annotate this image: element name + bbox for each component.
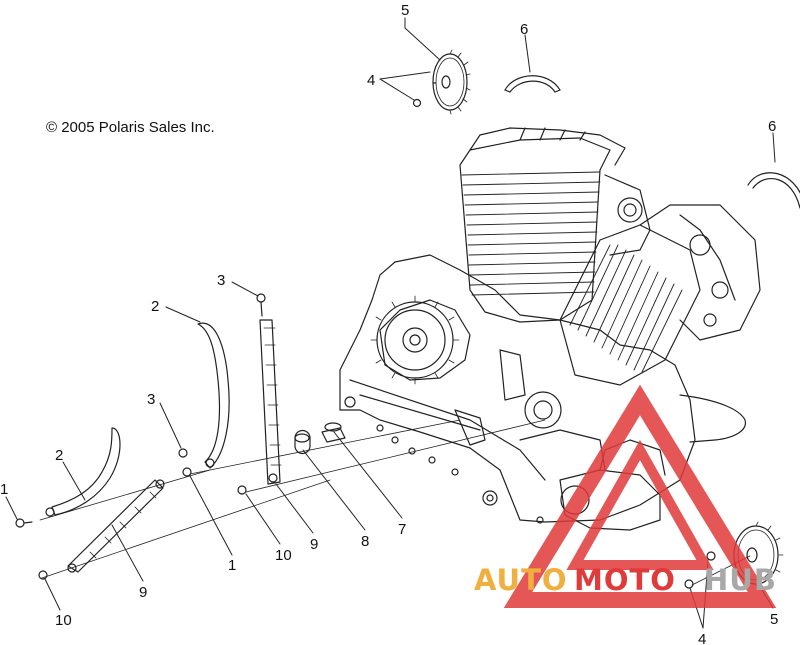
callout-6-top: 6 (520, 21, 528, 38)
upper-tensioner-shoe (197, 322, 230, 469)
automotohub-watermark: AUTO MOTO HUB (474, 384, 777, 608)
callout-1-mid: 1 (228, 557, 236, 574)
callout-2-lower: 2 (55, 447, 63, 464)
upper-cam-sprocket (412, 49, 471, 115)
copyright-notice: © 2005 Polaris Sales Inc. (46, 119, 215, 136)
callout-7: 7 (398, 521, 406, 538)
callout-4-top: 4 (367, 72, 375, 89)
callout-2-upper: 2 (151, 298, 159, 315)
callout-6-right: 6 (768, 118, 776, 135)
callout-5-top: 5 (401, 2, 409, 19)
engine-assembly (294, 127, 761, 531)
callout-10-mid: 10 (275, 547, 292, 564)
callout-8: 8 (361, 533, 369, 550)
lower-chain-guide (67, 479, 165, 573)
callout-9-mid: 9 (310, 536, 318, 553)
callout-3-upper: 3 (217, 272, 225, 289)
watermark-text-moto: MOTO (574, 563, 676, 597)
upper-chain-guide (256, 293, 282, 485)
callout-10-left: 10 (55, 612, 72, 629)
callout-9-lower: 9 (139, 584, 147, 601)
callout-1-left: 1 (0, 481, 8, 498)
right-thrust-washer (747, 172, 800, 209)
lower-tensioner-shoe (45, 427, 121, 517)
upper-thrust-washer (504, 75, 561, 93)
callout-3-lower: 3 (147, 391, 155, 408)
callout-4-bottom: 4 (698, 631, 706, 645)
callout-5-bottom: 5 (770, 611, 778, 628)
watermark-triangle (503, 384, 777, 608)
callout-labels: 5 6 4 6 3 2 3 2 1 10 9 1 10 9 8 7 4 5 (0, 2, 778, 645)
fasteners (15, 448, 716, 589)
watermark-text-auto: AUTO (474, 563, 568, 597)
watermark-text-hub: HUB (704, 563, 777, 597)
